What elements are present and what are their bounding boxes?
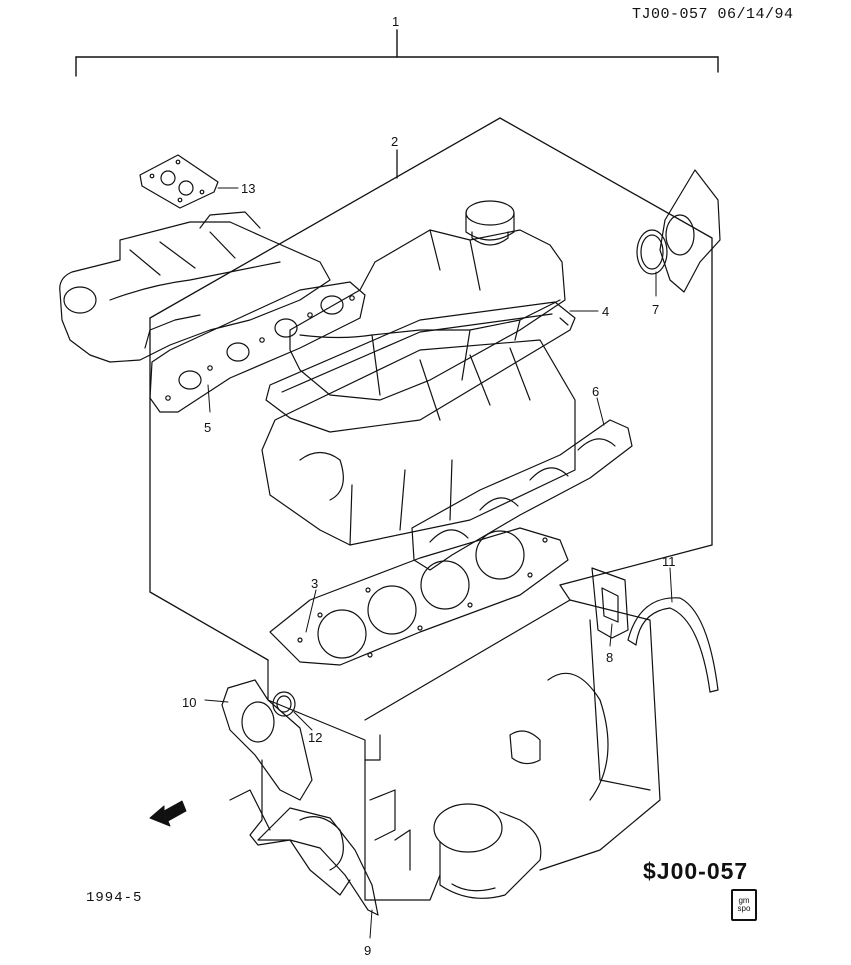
oil-pump-housing xyxy=(249,759,351,896)
callout-7: 7 xyxy=(652,302,659,317)
oil-filter xyxy=(433,803,542,899)
thermostat-gasket xyxy=(636,229,668,275)
exhaust-manifold xyxy=(59,211,331,363)
oil-filler-cap xyxy=(465,200,515,246)
callout-9: 9 xyxy=(364,943,371,958)
document-id: TJ00-057 xyxy=(632,6,709,23)
callout-4: 4 xyxy=(602,304,609,319)
document-date: 06/14/94 xyxy=(717,6,794,23)
subkit-box-outline xyxy=(149,117,713,661)
callout-labels: 1 2 13 4 7 6 5 11 3 8 10 12 9 xyxy=(182,14,676,958)
callout-8: 8 xyxy=(606,650,613,665)
rear-seal-gasket xyxy=(627,597,719,693)
logo-line-1: gm xyxy=(738,896,750,905)
callout-12: 12 xyxy=(308,730,322,745)
callout-5: 5 xyxy=(204,420,211,435)
thermostat-housing xyxy=(659,169,721,293)
head-gasket xyxy=(269,527,569,666)
leader-lines xyxy=(204,187,673,939)
distributor-gasket xyxy=(591,567,629,639)
callout-10: 10 xyxy=(182,695,196,710)
document-header: TJ00-057 06/14/94 xyxy=(632,6,794,23)
callout-1: 1 xyxy=(392,14,399,29)
callout-3: 3 xyxy=(311,576,318,591)
logo-line-2: spo xyxy=(737,904,751,913)
valve-cover xyxy=(289,229,566,401)
water-o-ring xyxy=(272,691,296,717)
water-pump-gasket xyxy=(221,679,313,801)
manifold-gasket xyxy=(149,281,366,413)
callout-6: 6 xyxy=(592,384,599,399)
footer-date: 1994-5 xyxy=(86,890,143,906)
valve-cover-gasket xyxy=(265,301,576,433)
callout-13: 13 xyxy=(241,181,255,196)
illustration-code: $J00-057 xyxy=(643,858,749,884)
callout-2: 2 xyxy=(391,134,398,149)
carburetor-gasket xyxy=(139,154,219,209)
forward-arrow-icon: FWD xyxy=(149,800,187,827)
callout-11: 11 xyxy=(662,554,676,569)
kit-bracket xyxy=(75,29,719,77)
cylinder-head xyxy=(261,339,576,546)
gm-spo-logo: gm spo xyxy=(731,889,757,921)
oil-pump-gasket xyxy=(257,807,379,916)
cylinder-block xyxy=(229,584,661,901)
